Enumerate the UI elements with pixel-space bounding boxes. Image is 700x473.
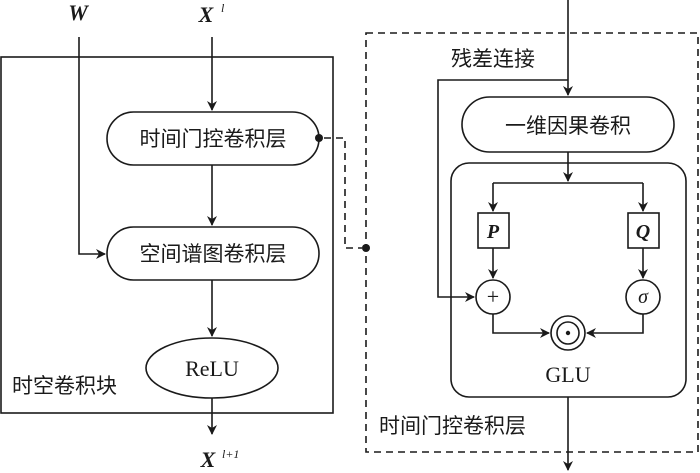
causal-conv-node[interactable]: 一维因果卷积	[461, 96, 675, 153]
add-symbol: +	[487, 284, 499, 309]
spectral-graph-conv-label: 空间谱图卷积层	[140, 242, 287, 266]
svg-text:l: l	[221, 1, 225, 15]
residual-connection-arrow	[437, 79, 568, 302]
spectral-graph-conv-node[interactable]: 空间谱图卷积层	[106, 226, 320, 281]
spatiotemporal-block-title: 时空卷积块	[12, 374, 117, 398]
add-to-hadamard-arrow	[492, 314, 550, 338]
hadamard-product-node[interactable]	[550, 315, 586, 351]
temporal-gated-conv-detail-title: 时间门控卷积层	[379, 414, 526, 438]
relu-label: ReLU	[185, 356, 239, 381]
hadamard-dot	[565, 330, 571, 336]
p-label: P	[486, 221, 500, 243]
add-node[interactable]: +	[475, 279, 511, 315]
svg-text:l+1: l+1	[222, 447, 239, 461]
glu-label: GLU	[545, 362, 590, 387]
relu-node[interactable]: ReLU	[145, 337, 279, 399]
connector-dot	[315, 134, 323, 142]
w-to-spectral-arrow	[78, 37, 106, 259]
causal-conv-label: 一维因果卷积	[505, 114, 631, 138]
x-output-label: X l+1	[200, 447, 240, 472]
x-input-label: X l	[198, 1, 225, 27]
sigmoid-symbol: σ	[638, 286, 649, 308]
temporal-gated-conv-label: 时间门控卷积层	[140, 127, 287, 151]
temporal-gated-conv-detail-frame	[365, 32, 699, 453]
svg-text:X: X	[200, 447, 217, 472]
q-label: Q	[636, 221, 650, 243]
q-node[interactable]: Q	[627, 212, 660, 249]
p-node[interactable]: P	[477, 212, 510, 249]
residual-connection-label: 残差连接	[451, 47, 535, 71]
svg-text:X: X	[198, 2, 215, 27]
w-input-label: W	[68, 0, 89, 25]
temporal-gated-conv-node[interactable]: 时间门控卷积层	[106, 111, 320, 166]
detail-connector-line	[324, 137, 362, 249]
sigmoid-to-hadamard-arrow	[586, 314, 644, 338]
spatiotemporal-block-frame	[0, 56, 334, 414]
sigmoid-node[interactable]: σ	[625, 279, 661, 315]
